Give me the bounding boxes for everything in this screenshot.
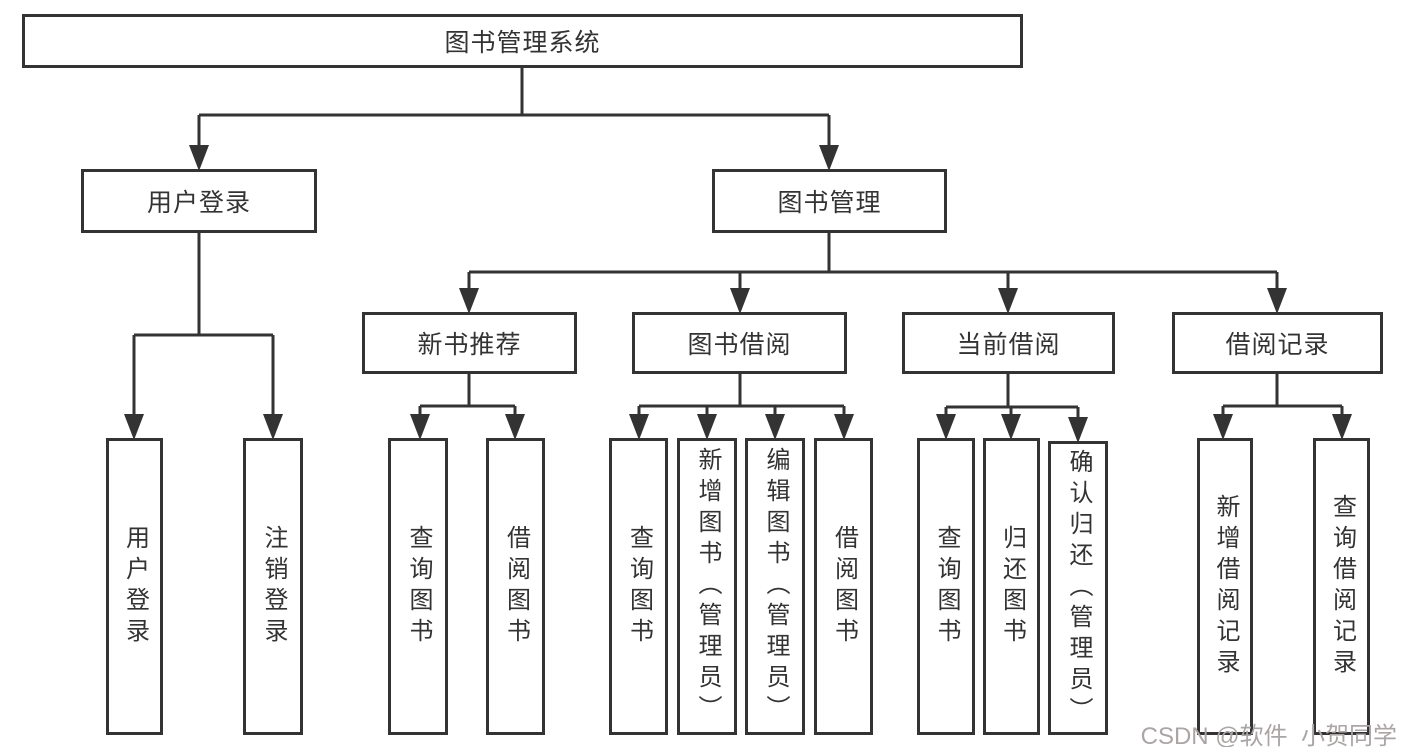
- leaf-borrow-borrow-books: 借阅图书: [814, 438, 873, 735]
- leaf-borrow-edit-books-admin: 编辑图书（管理员）: [745, 438, 805, 735]
- leaf-newbook-borrow-books-label: 借阅图书: [502, 524, 530, 649]
- node-root-label: 图书管理系统: [444, 29, 601, 57]
- node-user-login-label: 用户登录: [146, 189, 251, 217]
- leaf-records-query-record-label: 查询借阅记录: [1328, 493, 1356, 680]
- leaf-current-confirm-return-admin: 确认归还（管理员）: [1048, 441, 1108, 735]
- arrowheads-borrow-records-children: [1213, 414, 1352, 440]
- connector-root-to-level2: [197, 68, 831, 150]
- arrowheads-level2: [189, 145, 839, 171]
- leaf-borrow-borrow-books-label: 借阅图书: [830, 524, 858, 649]
- leaf-logout: 注销登录: [243, 438, 303, 735]
- node-borrow-records: 借阅记录: [1172, 312, 1383, 374]
- leaf-records-add-record-label: 新增借阅记录: [1212, 493, 1239, 680]
- node-book-management: 图书管理: [712, 169, 947, 233]
- leaf-borrow-query-books: 查询图书: [609, 438, 668, 735]
- leaf-logout-label: 注销登录: [260, 524, 287, 649]
- watermark: CSDN @软件_小贺同学: [1140, 723, 1397, 747]
- connector-book-borrow-children: [637, 374, 846, 420]
- leaf-user-login-label: 用户登录: [121, 524, 149, 649]
- leaf-current-confirm-return-admin-label: 确认归还（管理员）: [1065, 448, 1092, 728]
- node-current-borrow: 当前借阅: [902, 312, 1115, 374]
- leaf-current-return-books: 归还图书: [983, 438, 1040, 735]
- connector-borrow-records-children: [1221, 374, 1344, 420]
- arrowheads-user-login-children: [124, 414, 283, 440]
- arrowheads-new-book-children: [410, 414, 525, 440]
- node-book-borrow-label: 图书借阅: [687, 331, 792, 359]
- node-user-login: 用户登录: [81, 169, 317, 233]
- node-new-book-recommend: 新书推荐: [362, 312, 577, 374]
- leaf-newbook-borrow-books: 借阅图书: [486, 438, 545, 735]
- leaf-borrow-query-books-label: 查询图书: [625, 524, 653, 649]
- leaf-records-query-record: 查询借阅记录: [1313, 438, 1370, 735]
- node-root: 图书管理系统: [22, 14, 1023, 68]
- leaf-current-return-books-label: 归还图书: [998, 524, 1026, 649]
- connector-book-management-children: [467, 233, 1279, 293]
- node-book-borrow: 图书借阅: [632, 312, 847, 374]
- leaf-newbook-query-books-label: 查询图书: [405, 524, 432, 649]
- leaf-borrow-add-books-admin: 新增图书（管理员）: [677, 438, 737, 735]
- node-new-book-recommend-label: 新书推荐: [417, 331, 522, 359]
- leaf-borrow-add-books-admin-label: 新增图书（管理员）: [694, 447, 721, 726]
- arrowheads-book-borrow-children: [629, 414, 854, 440]
- leaf-newbook-query-books: 查询图书: [388, 438, 448, 735]
- connector-user-login-children: [132, 233, 275, 418]
- leaf-records-add-record: 新增借阅记录: [1197, 438, 1253, 735]
- node-current-borrow-label: 当前借阅: [956, 331, 1061, 359]
- arrowheads-level3: [459, 288, 1287, 314]
- node-borrow-records-label: 借阅记录: [1225, 331, 1330, 359]
- leaf-borrow-edit-books-admin-label: 编辑图书（管理员）: [762, 447, 789, 726]
- arrowheads-current-borrow-children: [936, 414, 1088, 443]
- leaf-current-query-books-label: 查询图书: [933, 524, 960, 649]
- leaf-current-query-books: 查询图书: [917, 438, 975, 735]
- connector-current-borrow-children: [944, 374, 1080, 423]
- node-book-management-label: 图书管理: [777, 189, 882, 217]
- connector-new-book-children: [418, 374, 517, 420]
- leaf-user-login: 用户登录: [106, 438, 163, 735]
